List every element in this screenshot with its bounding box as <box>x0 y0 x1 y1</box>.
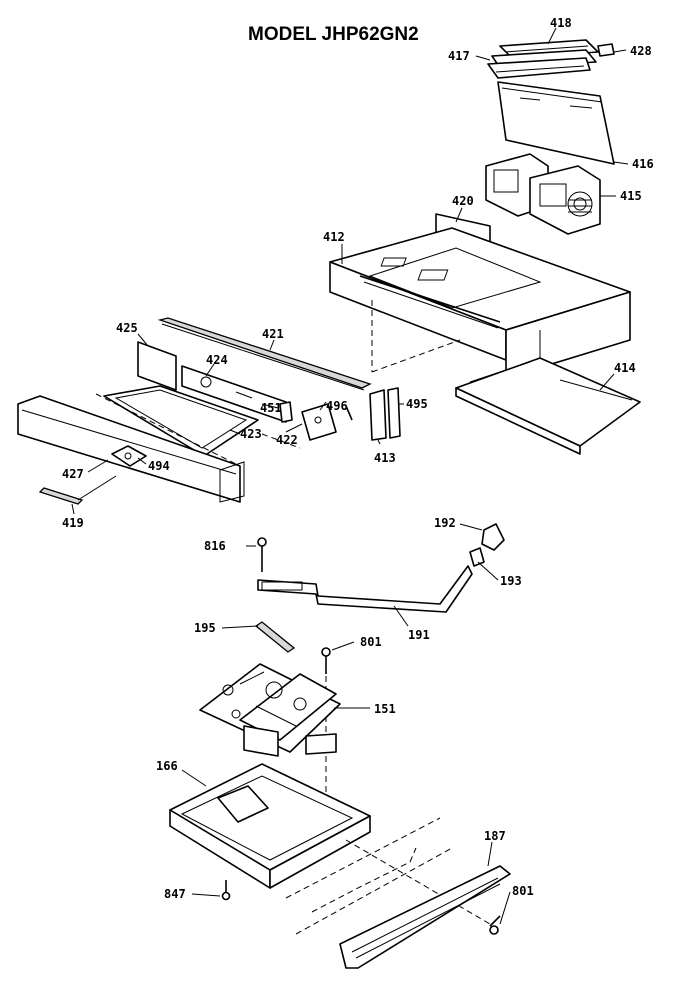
leader-lines <box>71 27 629 925</box>
part-187-rail <box>339 865 511 969</box>
label-417: 417 <box>448 49 470 63</box>
label-427: 427 <box>62 467 84 481</box>
part-417-frame <box>487 57 591 79</box>
label-413: 413 <box>374 451 396 465</box>
label-419: 419 <box>62 516 84 530</box>
label-187: 187 <box>484 829 506 843</box>
guide-line <box>311 847 417 913</box>
part-416-panel <box>497 81 615 165</box>
part-425-bracket <box>137 341 177 391</box>
part-428-clip <box>597 43 615 57</box>
label-193: 193 <box>500 574 522 588</box>
label-421: 421 <box>262 327 284 341</box>
label-192: 192 <box>434 516 456 530</box>
guide-line <box>371 339 461 373</box>
guide-line <box>345 839 491 925</box>
part-847-screw <box>221 880 231 901</box>
label-195: 195 <box>194 621 216 635</box>
label-496: 496 <box>326 399 348 413</box>
label-801-lower: 801 <box>512 884 534 898</box>
part-816-screw <box>257 537 267 572</box>
label-801-upper: 801 <box>360 635 382 649</box>
label-191: 191 <box>408 628 430 642</box>
label-423: 423 <box>240 427 262 441</box>
part-166-base-pan <box>169 763 371 889</box>
part-413-bracket <box>369 389 387 441</box>
label-415: 415 <box>620 189 642 203</box>
label-412: 412 <box>323 230 345 244</box>
label-422: 422 <box>276 433 298 447</box>
guide-line <box>95 393 241 467</box>
label-424: 424 <box>206 353 228 367</box>
part-421-strip <box>157 317 372 391</box>
label-495: 495 <box>406 397 428 411</box>
label-418: 418 <box>550 16 572 30</box>
leader-line <box>221 625 259 629</box>
label-494: 494 <box>148 459 170 473</box>
part-423-window <box>103 385 259 457</box>
part-801-screw-lower <box>489 915 501 935</box>
guide-line <box>261 433 301 449</box>
label-847: 847 <box>164 887 186 901</box>
part-496-screw <box>345 405 353 421</box>
label-151: 151 <box>374 702 396 716</box>
part-412-housing <box>329 227 631 384</box>
part-195-bar <box>254 621 296 653</box>
label-414: 414 <box>614 361 636 375</box>
part-451-clip <box>279 401 293 423</box>
part-801-screw-upper <box>321 647 331 674</box>
part-419-handle <box>38 487 84 505</box>
label-425: 425 <box>116 321 138 335</box>
leader-line <box>77 475 117 501</box>
diagram-title: MODEL JHP62GN2 <box>248 24 419 45</box>
part-192-knob <box>481 523 505 551</box>
part-414-tray <box>455 357 641 455</box>
part-191-rod <box>257 565 473 613</box>
label-166: 166 <box>156 759 178 773</box>
part-193-connector <box>469 547 485 567</box>
part-415-blower <box>485 153 601 235</box>
part-495-bracket <box>387 387 401 439</box>
label-816: 816 <box>204 539 226 553</box>
label-451: 451 <box>260 401 282 415</box>
guide-line <box>285 817 441 899</box>
part-151-mechanism <box>199 663 341 757</box>
label-416: 416 <box>632 157 654 171</box>
part-494-knob-plate <box>111 445 147 467</box>
part-422-latch <box>301 403 337 441</box>
label-428: 428 <box>630 44 652 58</box>
label-420: 420 <box>452 194 474 208</box>
